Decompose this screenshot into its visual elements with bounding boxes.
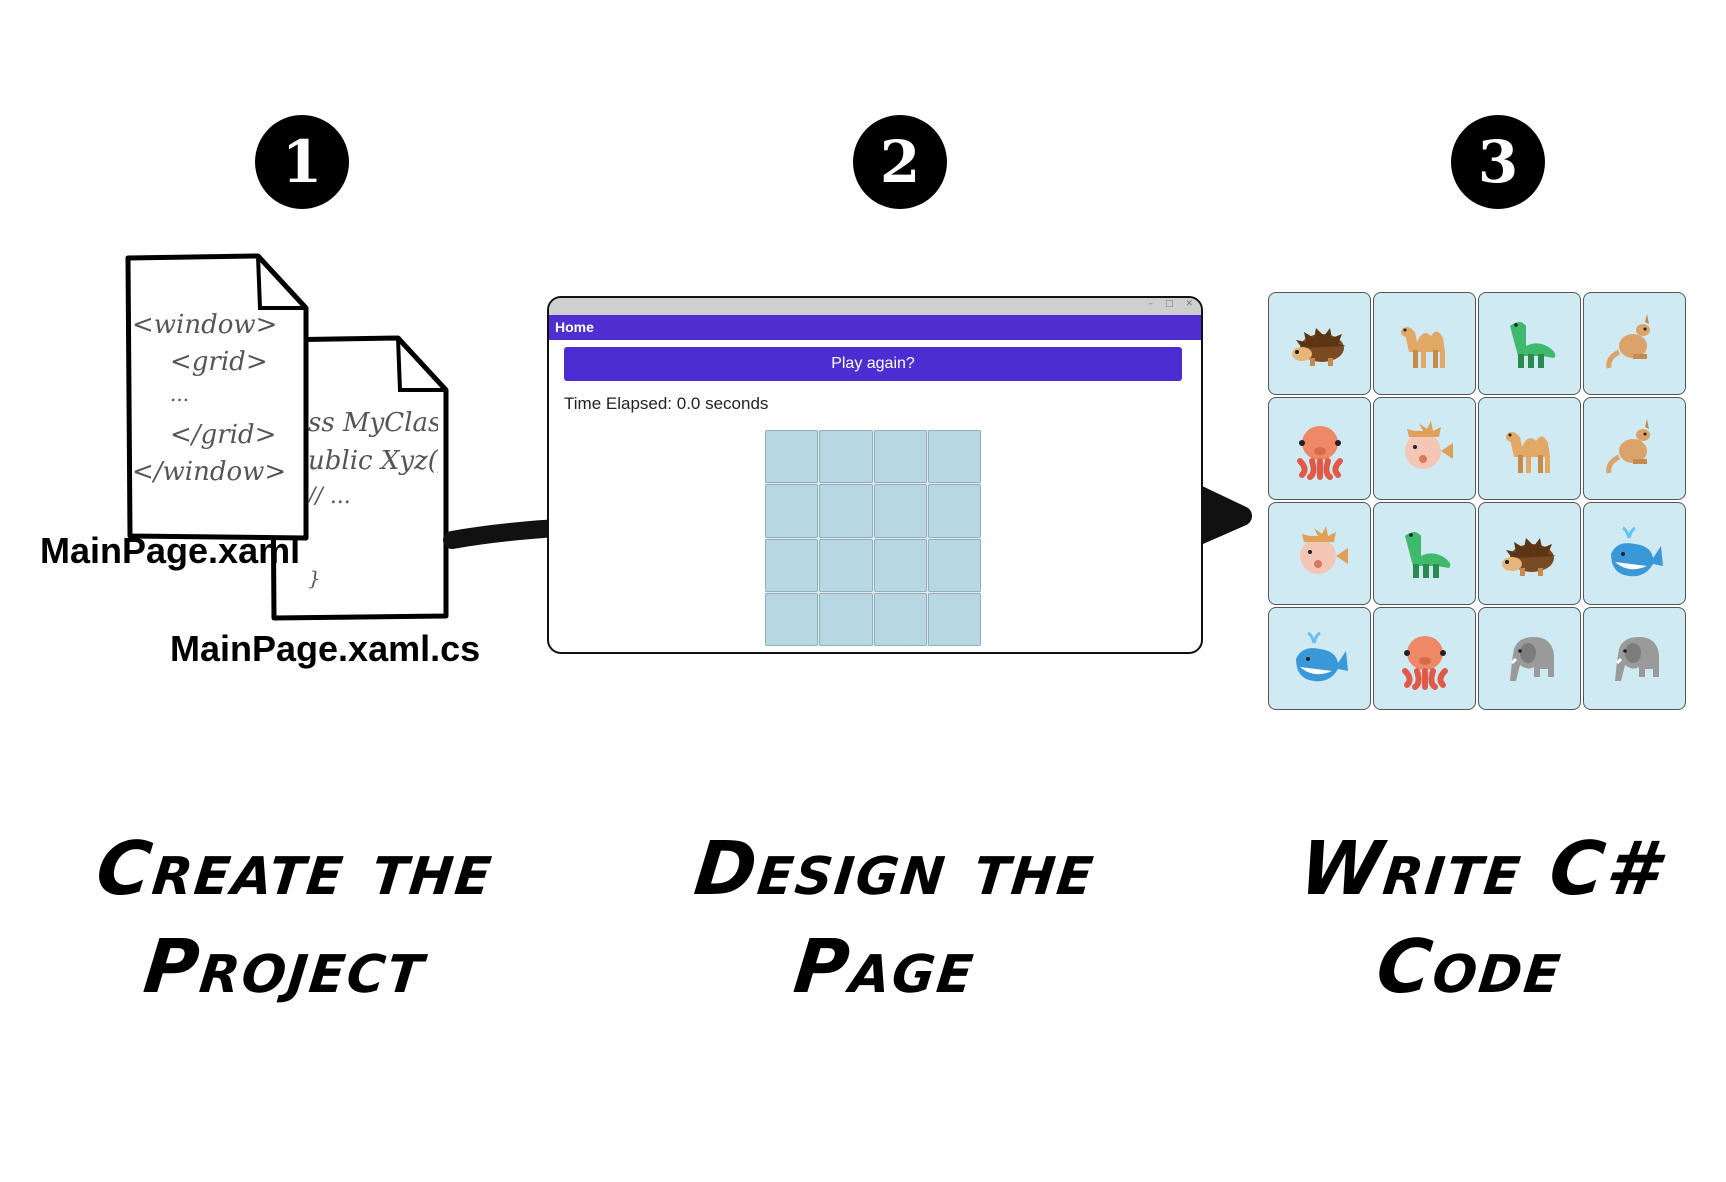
step-2-badge: 2	[853, 115, 947, 209]
empty-tile[interactable]	[819, 592, 873, 646]
cs-file-label: MainPage.xaml.cs	[170, 628, 481, 669]
cs-file-fold	[396, 337, 446, 392]
empty-tile[interactable]	[927, 430, 981, 484]
play-again-button[interactable]: Play again?	[564, 347, 1182, 381]
animal-tile[interactable]	[1268, 607, 1371, 710]
window-titlebar: – □ ✕	[549, 298, 1201, 315]
cs-line-2: ublic Xyz() {	[308, 446, 438, 476]
step-2-caption-line-2: Page	[789, 924, 980, 1010]
animal-tile[interactable]	[1268, 502, 1371, 605]
hedgehog-icon	[1291, 327, 1346, 366]
camel-icon	[1400, 326, 1445, 368]
step-2-caption: Design the Page	[630, 820, 1151, 1016]
step-3-caption-line-1: Write C#	[1295, 826, 1665, 912]
empty-tile[interactable]	[927, 484, 981, 538]
dinosaur-icon	[1509, 321, 1555, 368]
step-1-caption-line-2: Project	[139, 924, 430, 1010]
animal-tile[interactable]	[1268, 292, 1371, 395]
dinosaur-icon	[1404, 531, 1450, 578]
step-1-badge: 1	[255, 115, 349, 209]
animal-tile[interactable]	[1478, 397, 1581, 500]
blowfish-icon	[1299, 525, 1348, 574]
empty-tile[interactable]	[819, 430, 873, 484]
whale-icon	[1610, 526, 1663, 576]
cs-code-clip: ss MyClass{ ublic Xyz() { // ... }	[308, 408, 438, 598]
octopus-icon	[1296, 425, 1343, 480]
animal-tile[interactable]	[1583, 292, 1686, 395]
elephant-icon	[1509, 636, 1554, 681]
maximize-icon[interactable]: □	[1164, 299, 1174, 309]
animal-tile[interactable]	[1583, 607, 1686, 710]
whale-icon	[1295, 631, 1348, 681]
animal-tile[interactable]	[1373, 397, 1476, 500]
step-1-caption: Create the Project	[30, 820, 551, 1016]
empty-tile[interactable]	[927, 538, 981, 592]
xaml-file-outline	[125, 253, 309, 541]
step-3-caption-line-2: Code	[1372, 924, 1567, 1010]
animal-tile[interactable]	[1373, 607, 1476, 710]
step-1-caption-line-1: Create the	[92, 826, 498, 912]
empty-tile[interactable]	[765, 592, 819, 646]
xaml-line-2: <grid>	[170, 347, 268, 377]
empty-tile[interactable]	[927, 592, 981, 646]
empty-tile[interactable]	[765, 430, 819, 484]
hedgehog-icon	[1501, 537, 1556, 576]
empty-tile[interactable]	[819, 484, 873, 538]
empty-tile[interactable]	[873, 592, 927, 646]
animal-tile[interactable]	[1478, 607, 1581, 710]
kangaroo-icon	[1605, 313, 1650, 368]
empty-tile[interactable]	[765, 538, 819, 592]
empty-tile-grid	[765, 430, 981, 646]
cs-line-4: }	[308, 566, 321, 590]
xaml-file-label: MainPage.xaml	[40, 530, 301, 571]
empty-tile[interactable]	[873, 538, 927, 592]
xaml-file-fold	[256, 255, 306, 310]
animal-tile[interactable]	[1268, 397, 1371, 500]
cs-file-outline	[269, 335, 449, 621]
cs-line-3: // ...	[308, 484, 351, 509]
xaml-line-5: </window>	[132, 457, 287, 487]
elephant-icon	[1614, 636, 1659, 681]
empty-tile[interactable]	[819, 538, 873, 592]
empty-tile[interactable]	[765, 484, 819, 538]
animal-tile[interactable]	[1478, 292, 1581, 395]
empty-tile[interactable]	[873, 484, 927, 538]
step-2-caption-line-1: Design the	[690, 826, 1100, 912]
xaml-line-1: <window>	[132, 310, 278, 340]
blowfish-icon	[1404, 420, 1453, 469]
camel-icon	[1505, 431, 1550, 473]
xaml-line-4: </grid>	[170, 420, 277, 450]
cs-line-1: ss MyClass{	[308, 408, 438, 438]
animal-tile[interactable]	[1373, 502, 1476, 605]
animal-tile[interactable]	[1583, 502, 1686, 605]
animal-tile[interactable]	[1478, 502, 1581, 605]
step-3-badge: 3	[1451, 115, 1545, 209]
time-elapsed-label: Time Elapsed: 0.0 seconds	[564, 394, 769, 413]
minimize-icon[interactable]: –	[1148, 299, 1153, 309]
xaml-line-3: ...	[170, 382, 190, 406]
nav-bar-title: Home	[549, 315, 1201, 340]
close-icon[interactable]: ✕	[1185, 299, 1193, 309]
window-controls: – □ ✕	[1148, 299, 1193, 309]
empty-tile[interactable]	[873, 430, 927, 484]
step-3-caption: Write C# Code	[1225, 820, 1726, 1016]
animal-tile-grid	[1268, 292, 1686, 710]
octopus-icon	[1401, 635, 1448, 690]
kangaroo-icon	[1605, 418, 1650, 473]
animal-tile[interactable]	[1373, 292, 1476, 395]
app-window-mockup: – □ ✕ Home Play again? Time Elapsed: 0.0…	[547, 296, 1203, 654]
animal-tile[interactable]	[1583, 397, 1686, 500]
